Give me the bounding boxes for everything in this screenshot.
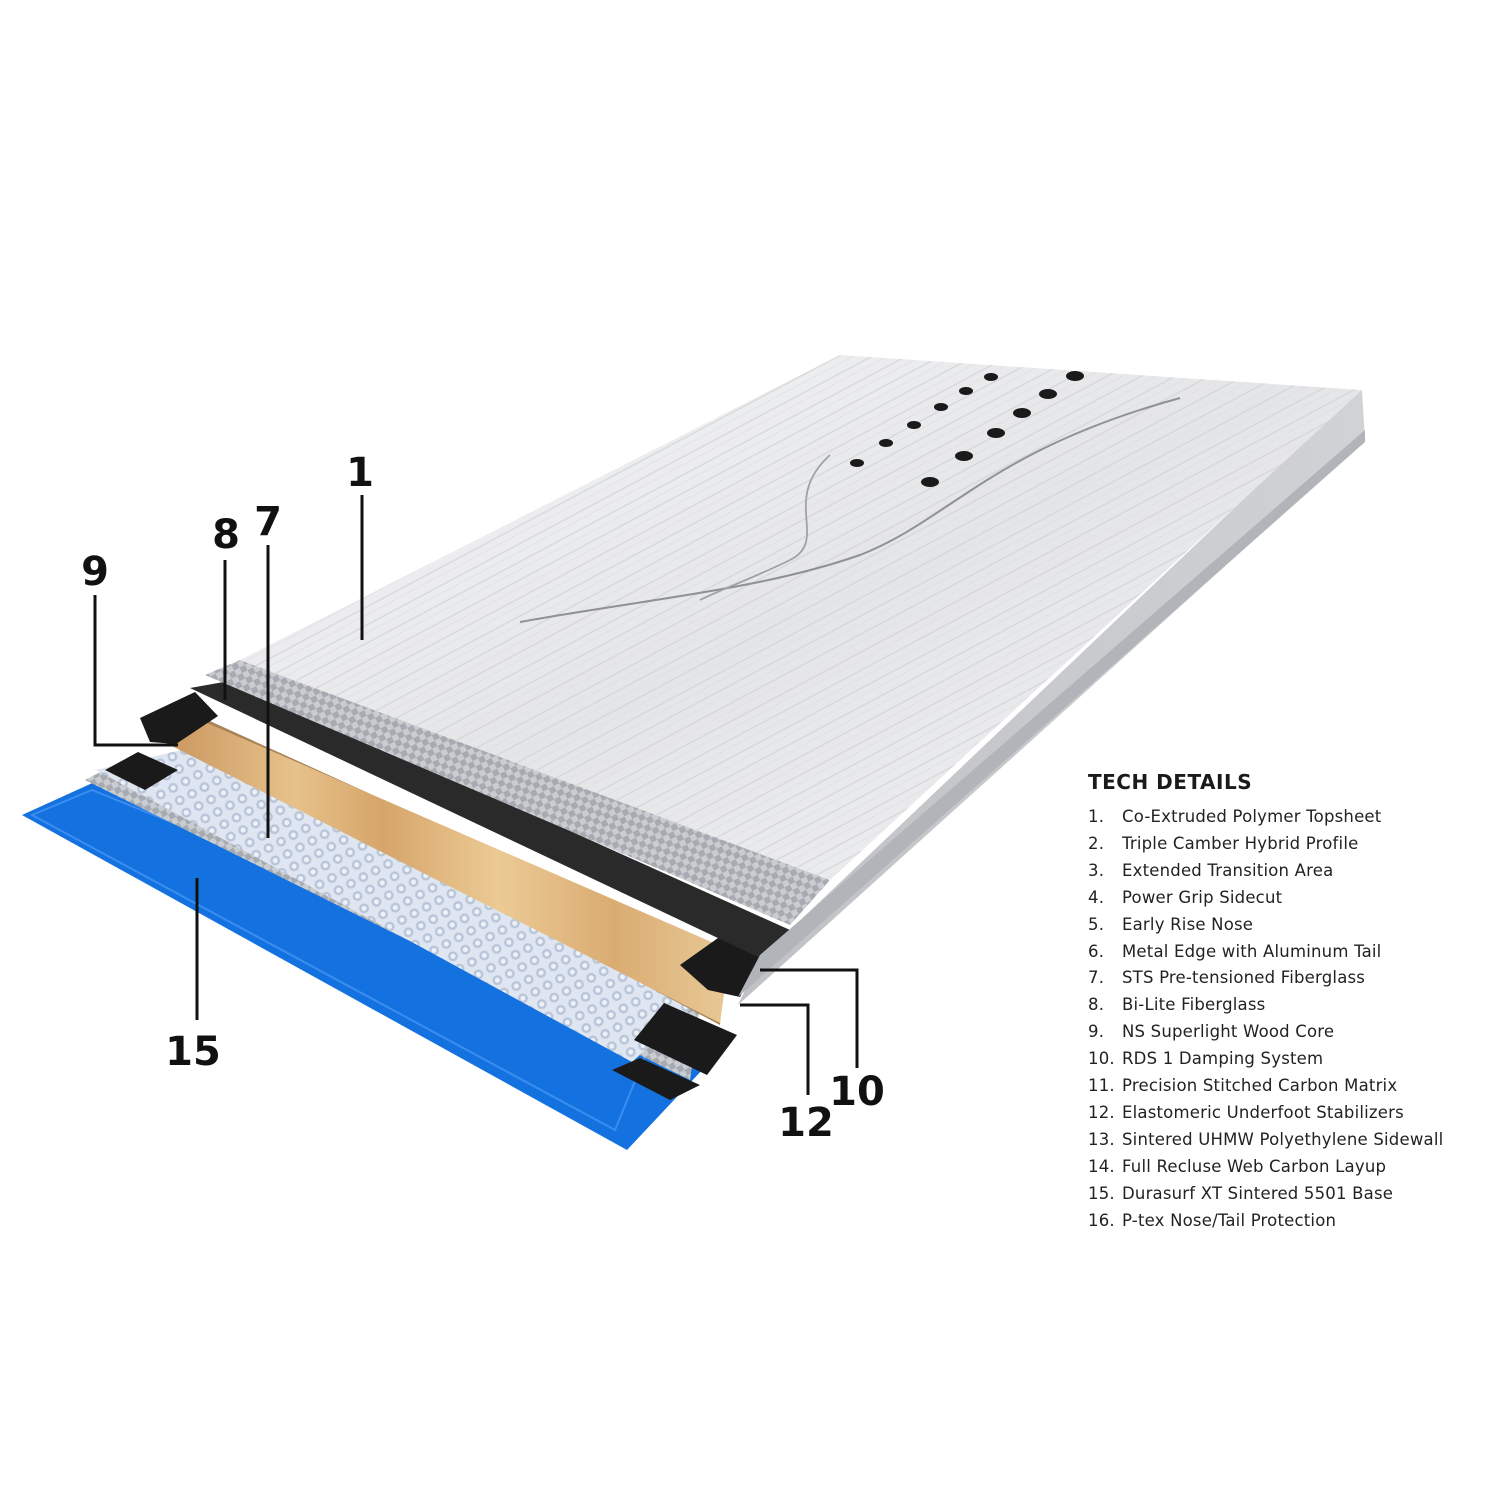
- topsheet-graphic-curve-2: [699, 454, 831, 601]
- tech-detail-number: 15.: [1088, 1183, 1115, 1203]
- tech-detail-number: 16.: [1088, 1210, 1115, 1230]
- tech-detail-label: Sintered UHMW Polyethylene Sidewall: [1122, 1129, 1444, 1149]
- tech-detail-number: 6.: [1088, 941, 1105, 961]
- leader-lines: [93, 495, 859, 1095]
- leader-line-9: [93, 595, 178, 747]
- tech-detail-item: 16. P-tex Nose/Tail Protection: [1088, 1208, 1488, 1235]
- tech-detail-number: 12.: [1088, 1102, 1115, 1122]
- wood-core: [150, 720, 730, 1023]
- tech-detail-label: Durasurf XT Sintered 5501 Base: [1122, 1183, 1394, 1203]
- callout-15: 15: [165, 1029, 221, 1075]
- tech-detail-number: 8.: [1088, 995, 1105, 1015]
- tech-detail-item: 2. Triple Camber Hybrid Profile: [1088, 831, 1488, 858]
- board-edge-lower: [738, 430, 1365, 997]
- topsheet-carbon-band: [205, 660, 830, 925]
- tech-detail-item: 3. Extended Transition Area: [1088, 858, 1488, 885]
- tech-detail-number: 11.: [1088, 1076, 1115, 1096]
- tech-detail-label: Bi-Lite Fiberglass: [1122, 995, 1266, 1015]
- callout-7: 7: [254, 499, 282, 545]
- tech-detail-label: NS Superlight Wood Core: [1122, 1022, 1335, 1042]
- callout-8: 8: [212, 512, 240, 558]
- tech-detail-label: Co-Extruded Polymer Topsheet: [1122, 807, 1382, 826]
- tech-detail-number: 2.: [1088, 833, 1105, 853]
- sidewall-block-right: [680, 938, 760, 997]
- tech-detail-item: 12. Elastomeric Underfoot Stabilizers: [1088, 1100, 1488, 1127]
- sidewall-block-left: [140, 692, 218, 744]
- tech-detail-label: Power Grip Sidecut: [1122, 887, 1283, 907]
- tech-details-title: TECH DETAILS: [1088, 770, 1253, 794]
- tech-detail-label: Precision Stitched Carbon Matrix: [1122, 1076, 1398, 1096]
- callout-9: 9: [81, 549, 109, 595]
- tech-detail-label: Metal Edge with Aluminum Tail: [1122, 941, 1382, 961]
- fiberglass-layer: [96, 742, 735, 1062]
- tech-detail-number: 3.: [1088, 860, 1105, 880]
- callout-1: 1: [346, 450, 374, 496]
- tech-detail-number: 10.: [1088, 1049, 1115, 1069]
- tech-detail-number: 9.: [1088, 1022, 1105, 1042]
- tech-detail-number: 14.: [1088, 1156, 1115, 1176]
- tech-detail-item: 4. Power Grip Sidecut: [1088, 885, 1488, 912]
- tech-detail-item: 9. NS Superlight Wood Core: [1088, 1019, 1488, 1046]
- tech-details-panel: TECH DETAILS 1. Co-Extruded Polymer Topsh…: [1088, 770, 1488, 1235]
- tech-detail-label: Full Recluse Web Carbon Layup: [1122, 1156, 1387, 1176]
- tech-detail-label: RDS 1 Damping System: [1122, 1049, 1324, 1069]
- tech-detail-label: Elastomeric Underfoot Stabilizers: [1122, 1102, 1404, 1122]
- tech-detail-number: 4.: [1088, 887, 1105, 907]
- tech-detail-item: 6. Metal Edge with Aluminum Tail: [1088, 939, 1488, 966]
- tech-detail-item: 5. Early Rise Nose: [1088, 912, 1488, 939]
- tech-detail-item: 7. STS Pre-tensioned Fiberglass: [1088, 965, 1488, 992]
- tech-detail-item: 10. RDS 1 Damping System: [1088, 1046, 1488, 1073]
- tech-detail-item: 14. Full Recluse Web Carbon Layup: [1088, 1154, 1488, 1181]
- blue-tail-black: [612, 1058, 700, 1100]
- tech-detail-number: 13.: [1088, 1129, 1115, 1149]
- callout-12: 12: [778, 1100, 834, 1146]
- binding-inserts: [850, 371, 1084, 487]
- damping-block-lower-left: [105, 752, 178, 790]
- tech-detail-label: P-tex Nose/Tail Protection: [1122, 1210, 1337, 1230]
- tech-detail-label: Early Rise Nose: [1122, 914, 1254, 934]
- tech-details-list: 1. Co-Extruded Polymer Topsheet 2. Triple C…: [1088, 804, 1488, 1235]
- damping-block-lower-right: [634, 1003, 737, 1075]
- tech-detail-label: Triple Camber Hybrid Profile: [1122, 833, 1359, 853]
- callout-10: 10: [829, 1069, 885, 1115]
- tech-detail-number: 7.: [1088, 968, 1105, 988]
- topsheet-grain: [240, 355, 1362, 880]
- tech-detail-item: 1. Co-Extruded Polymer Topsheet: [1088, 804, 1488, 831]
- leader-line-12: [740, 1003, 810, 1095]
- tech-detail-item: 8. Bi-Lite Fiberglass: [1088, 992, 1488, 1019]
- tech-detail-item: 15. Durasurf XT Sintered 5501 Base: [1088, 1181, 1488, 1208]
- tech-detail-item: 11. Precision Stitched Carbon Matrix: [1088, 1073, 1488, 1100]
- tech-detail-number: 5.: [1088, 914, 1105, 934]
- tech-detail-label: Extended Transition Area: [1122, 860, 1334, 880]
- topsheet-graphic-curve: [519, 397, 1181, 623]
- tech-detail-item: 13. Sintered UHMW Polyethylene Sidewall: [1088, 1127, 1488, 1154]
- tech-detail-number: 1.: [1088, 807, 1105, 826]
- bilite-fiberglass-band: [190, 680, 790, 958]
- leader-line-10: [760, 968, 859, 1068]
- base-layer: [22, 780, 735, 1150]
- tech-detail-label: STS Pre-tensioned Fiberglass: [1122, 968, 1366, 988]
